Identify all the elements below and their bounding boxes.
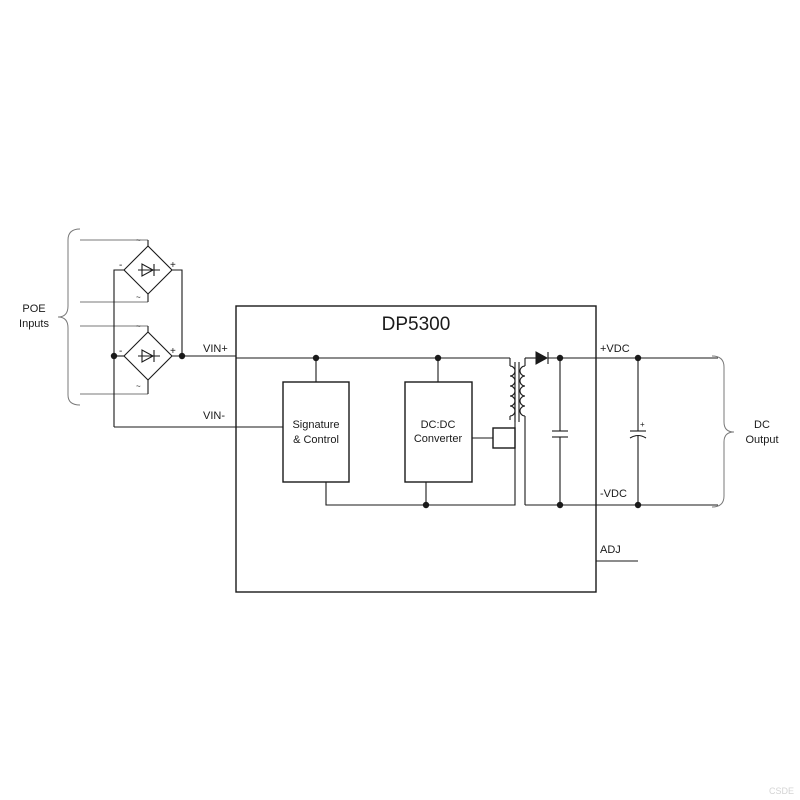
bridge-wiring	[110, 269, 236, 428]
vin-minus-label: VIN-	[203, 410, 225, 422]
transformer-icon	[509, 358, 526, 505]
dp5300-module-box	[235, 305, 597, 593]
dc-output-label-2: Output	[745, 434, 778, 446]
feedback-optocoupler-box	[492, 427, 516, 449]
vin-plus-rail	[236, 354, 510, 382]
dc-dc-converter-block	[404, 381, 473, 483]
signature-label-1: Signature	[292, 419, 339, 431]
diode-icon	[138, 263, 160, 277]
svg-text:~: ~	[136, 293, 141, 302]
poe-inputs-label-1: POE	[22, 303, 45, 315]
signature-label-2: & Control	[293, 434, 339, 446]
adj-label: ADJ	[600, 544, 621, 556]
svg-text:+: +	[170, 260, 176, 271]
signature-control-block	[282, 381, 350, 483]
watermark-text: CSDE	[768, 786, 794, 796]
svg-text:-: -	[119, 346, 122, 357]
output-capacitor-internal	[552, 354, 568, 509]
svg-text:-: -	[119, 260, 122, 271]
converter-label-1: DC:DC	[421, 419, 456, 431]
output-capacitor-external: +	[629, 358, 647, 505]
plus-vdc-label: +VDC	[600, 343, 630, 355]
module-title: DP5300	[382, 314, 451, 335]
svg-text:~: ~	[136, 382, 141, 391]
svg-text:~: ~	[136, 236, 141, 245]
minus-vdc-label: -VDC	[600, 488, 627, 500]
svg-text:+: +	[640, 420, 645, 429]
converter-label-2: Converter	[414, 433, 463, 445]
vin-plus-label: VIN+	[203, 343, 228, 355]
svg-text:+: +	[170, 346, 176, 357]
bridge-rectifier-1: ~ ~ - +	[119, 236, 176, 302]
output-diode-icon	[525, 351, 596, 365]
dc-output-brace	[711, 355, 735, 508]
svg-text:~: ~	[136, 322, 141, 331]
diode-icon	[138, 349, 160, 363]
dc-output-label-1: DC	[754, 419, 770, 431]
bridge-rectifier-2: ~ ~ - +	[119, 322, 176, 394]
poe-inputs-label-2: Inputs	[19, 318, 49, 330]
output-wiring	[596, 354, 718, 509]
primary-return-rail	[325, 394, 516, 509]
poe-inputs-brace	[57, 228, 81, 406]
